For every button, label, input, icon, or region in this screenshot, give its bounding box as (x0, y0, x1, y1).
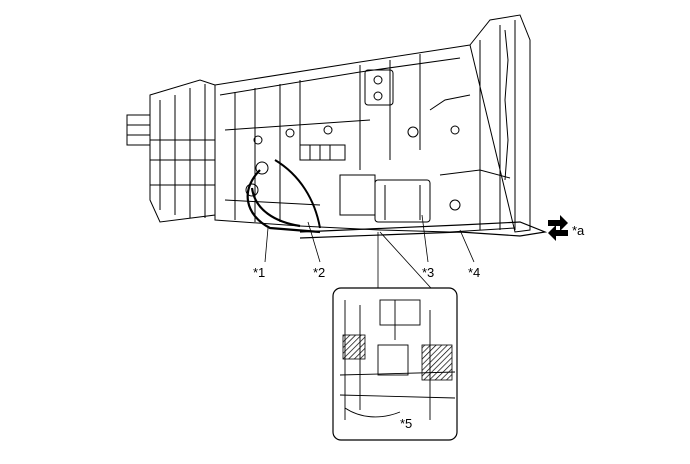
hatched-area-right (421, 344, 453, 381)
callout-a: *a (572, 223, 585, 238)
hatched-area-left (342, 334, 366, 360)
callout-3: *3 (422, 265, 435, 280)
callout-1: *1 (253, 265, 266, 280)
callout-4: *4 (468, 265, 481, 280)
arrow-left-icon (548, 225, 568, 241)
callout-2: *2 (313, 265, 326, 280)
detail-inset (332, 287, 458, 441)
callout-5: *5 (400, 416, 413, 431)
arrow-right-icon (548, 215, 568, 231)
transmission-assembly (126, 14, 548, 239)
direction-arrows (548, 215, 568, 241)
